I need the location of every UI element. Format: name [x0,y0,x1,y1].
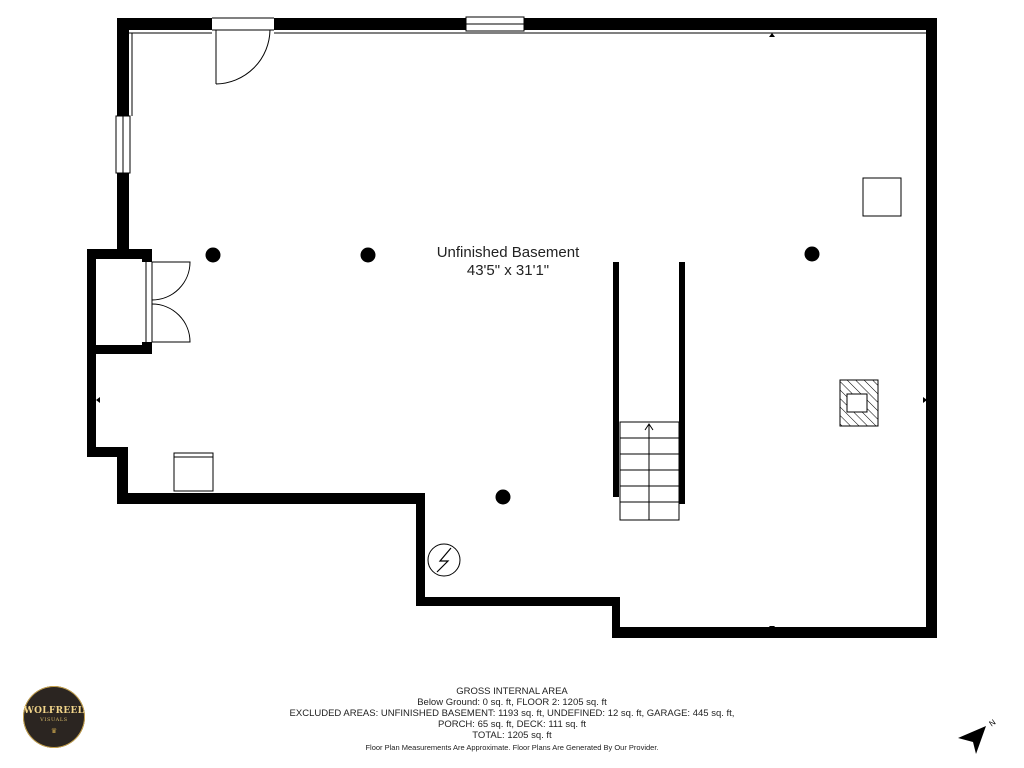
north-arrow-icon: N [958,718,998,754]
dimension-marker [769,33,775,37]
closet-door-swing-lower [151,303,191,343]
disclaimer: Floor Plan Measurements Are Approximate.… [365,743,659,752]
door-opening [212,17,274,31]
compass: N [952,716,1002,756]
company-logo: WOLFREEL VISUALS ♛ [23,686,85,748]
closet-door-opening [142,262,154,342]
support-column [495,489,511,505]
area-line: EXCLUDED AREAS: UNFINISHED BASEMENT: 119… [289,708,735,719]
dimension-marker [923,397,927,403]
support-column [360,247,376,263]
area-line: PORCH: 65 sq. ft, DECK: 111 sq. ft [437,719,586,730]
logo-sub: VISUALS [40,717,68,723]
crown-icon: ♛ [50,727,58,735]
area-total: TOTAL: 1205 sq. ft [472,730,552,741]
gross-area-summary: GROSS INTERNAL AREA Below Ground: 0 sq. … [232,686,792,753]
area-line: Below Ground: 0 sq. ft, FLOOR 2: 1205 sq… [417,697,607,708]
dimension-marker [769,626,775,630]
room-label: Unfinished Basement 43'5" x 31'1" [388,244,628,280]
appliance-box [862,177,902,217]
stair-wall-right [679,262,685,504]
room-name: Unfinished Basement [436,244,580,261]
door-swing [215,29,271,85]
room-dimensions: 43'5" x 31'1" [466,262,550,279]
appliance-box [173,452,214,492]
electrical-panel-icon [427,543,461,577]
closet-wall [87,249,152,354]
dimension-marker [96,397,100,403]
stair-direction-arrow-icon [644,423,654,431]
logo-brand: WOLFREEL [23,706,85,716]
area-heading: GROSS INTERNAL AREA [456,686,568,697]
support-column [205,247,221,263]
north-label: N [987,718,997,729]
exterior-wall [87,18,937,638]
staircase [619,421,680,521]
support-column [804,246,820,262]
closet-door-swing-upper [151,261,191,301]
stair-wall-left [613,262,619,497]
